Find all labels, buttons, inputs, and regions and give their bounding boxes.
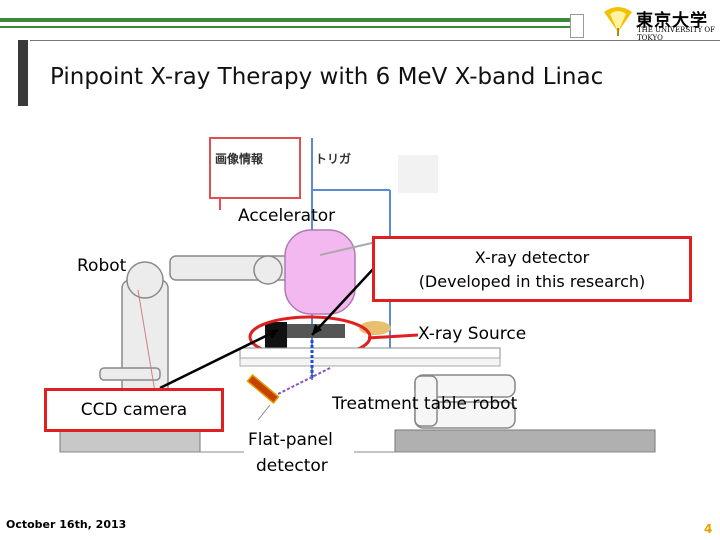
label-image-info: 画像情報 — [215, 152, 264, 166]
header-rule-thin — [0, 26, 584, 28]
label-treatment-table-robot: Treatment table robot — [332, 394, 518, 414]
page-number: 4 — [704, 522, 713, 536]
footer-date: October 16th, 2013 — [6, 518, 127, 531]
label-ccd-camera: CCD camera — [80, 400, 188, 420]
ccd-block — [265, 322, 287, 350]
flat-panel-detector-plate — [246, 373, 280, 405]
label-detector: detector — [256, 456, 328, 476]
header-box — [570, 14, 584, 38]
header-rule — [0, 18, 584, 22]
label-trigger: トリガ — [315, 152, 352, 166]
title-rule — [30, 40, 720, 41]
label-robot: Robot — [77, 256, 127, 276]
title-accent-bar — [18, 40, 28, 106]
slide-title: Pinpoint X-ray Therapy with 6 MeV X-band… — [50, 64, 604, 90]
label-developed: (Developed in this research) — [418, 272, 646, 291]
ccd-camera-callout: CCD camera — [44, 388, 224, 432]
flat-panel-label-box: Flat-panel detector — [244, 428, 354, 480]
xray-detector-callout: X-ray detector (Developed in this resear… — [372, 236, 692, 302]
logo-name: 東京大学 — [636, 11, 708, 31]
label-accelerator: Accelerator — [238, 206, 336, 226]
label-flat-panel: Flat-panel — [248, 430, 333, 450]
label-xray-source: X-ray Source — [418, 324, 527, 344]
floor-right — [394, 429, 656, 453]
image-info-box — [209, 137, 301, 199]
university-logo — [604, 7, 632, 36]
treatment-table — [239, 347, 501, 359]
floor-left — [59, 429, 201, 453]
logo-subtitle: THE UNIVERSITY OF TOKYO — [637, 26, 716, 42]
label-xray-detector: X-ray detector — [474, 248, 590, 267]
therapy-system-diagram — [59, 137, 656, 453]
